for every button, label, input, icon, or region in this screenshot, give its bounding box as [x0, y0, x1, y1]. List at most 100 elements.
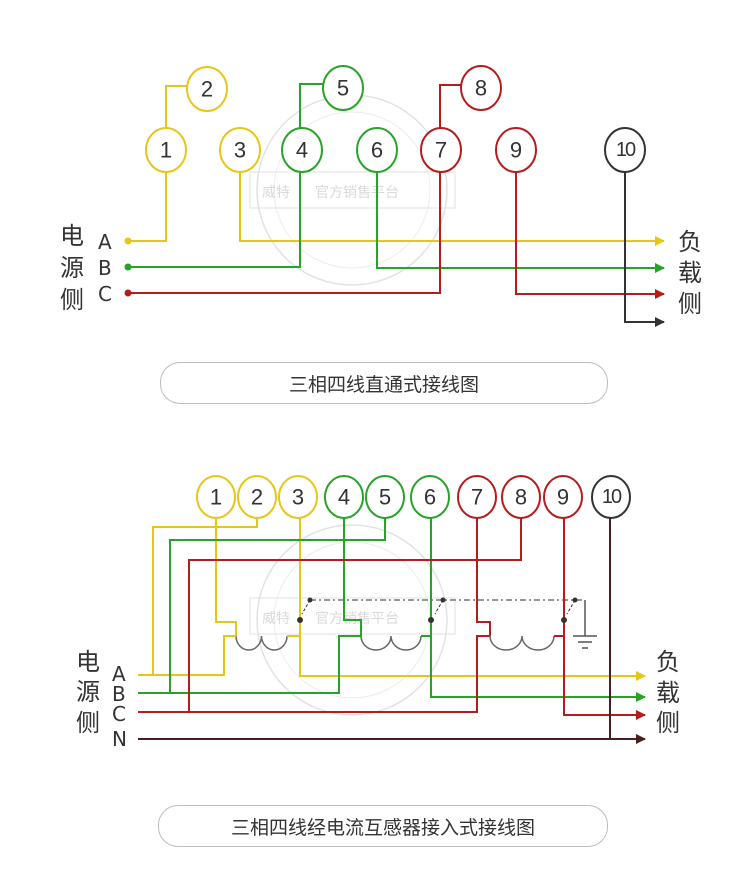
terminal-number: 3: [292, 485, 304, 510]
direct-connection-diagram: [124, 83, 665, 327]
wire-1-2: [165, 85, 187, 128]
terminal-1: 1: [145, 127, 187, 173]
source-c-dot: [124, 289, 132, 297]
terminal-5: 5: [322, 65, 364, 111]
terminal-number: 10: [616, 139, 636, 161]
load-label-char: 侧: [656, 709, 680, 737]
terminal-number: 8: [515, 485, 527, 510]
terminal-3: 3: [278, 475, 318, 519]
wire-1-ct: [215, 518, 237, 636]
wire-c-load: [515, 172, 665, 299]
wire-c-source: [128, 172, 441, 294]
load-label-char: 侧: [678, 290, 702, 318]
terminal-circle: [356, 127, 398, 173]
terminal-circle: [460, 65, 502, 111]
terminal-3: 3: [219, 127, 261, 173]
terminal-9: 9: [495, 127, 537, 173]
load-label-char: 载: [656, 679, 680, 707]
terminal-circle: [495, 127, 537, 173]
ct-coil-a: [235, 635, 288, 651]
terminal-circle: [410, 475, 450, 519]
wire-b-source: [138, 635, 361, 694]
ct-connection-diagram: [138, 518, 646, 744]
terminal-6: 6: [410, 475, 450, 519]
wire-b-source: [128, 172, 301, 268]
terminal-2: 2: [237, 475, 277, 519]
terminal-number: 9: [510, 138, 522, 163]
terminal-9: 9: [543, 475, 583, 519]
ct-coil-c: [489, 635, 555, 651]
terminal-10: 10: [604, 127, 646, 173]
terminal-number: 2: [251, 485, 263, 510]
wire-8-source: [188, 518, 522, 712]
terminal-circle: [501, 475, 541, 519]
load-label-char: 负: [678, 228, 702, 256]
terminal-8: 8: [460, 65, 502, 111]
wire-7-ct: [476, 518, 491, 636]
terminal-number: 1: [210, 485, 222, 510]
switch-2: [434, 599, 444, 615]
terminal-circle: [324, 475, 364, 519]
switch-3: [566, 599, 576, 615]
wire-b-load: [430, 518, 646, 702]
terminal-number: 1: [160, 138, 172, 163]
terminal-circle: [278, 475, 318, 519]
phase-label: A: [112, 662, 126, 686]
source-b-dot: [124, 263, 132, 271]
source-label-char: 电: [60, 222, 84, 250]
terminal-1: 1: [196, 475, 236, 519]
watermark: 威特 官方销售平台 威特 官方销售平台: [249, 94, 456, 716]
terminal-number: 7: [471, 485, 483, 510]
terminal-number: 2: [201, 77, 213, 102]
terminal-circle: [145, 127, 187, 173]
switch-1: [301, 599, 311, 615]
wire-a-load: [239, 172, 665, 246]
phase-label: C: [112, 702, 126, 726]
ct-coil-b: [360, 635, 422, 651]
terminal-circle: [604, 127, 646, 173]
junction-dot: [428, 617, 434, 623]
terminal-6: 6: [356, 127, 398, 173]
caption-ct-connection: 三相四线经电流互感器接入式接线图: [158, 805, 608, 847]
terminal-number: 5: [337, 76, 349, 101]
terminal-circle: [237, 475, 277, 519]
phase-label: N: [112, 727, 127, 751]
terminal-circle: [196, 475, 236, 519]
caption-direct-connection: 三相四线直通式接线图: [160, 362, 608, 404]
wire-4-5: [299, 83, 323, 128]
watermark-brand: 威特: [262, 185, 290, 201]
junction-dot: [561, 617, 567, 623]
wire-7-8: [439, 84, 461, 128]
load-label-char: 负: [656, 648, 680, 676]
source-label-char: 源: [76, 678, 100, 706]
terminal-number: 4: [338, 485, 350, 510]
terminal-number: 6: [424, 485, 436, 510]
terminal-7: 7: [420, 127, 462, 173]
wire-c-source: [138, 635, 490, 713]
terminal-4: 4: [281, 127, 323, 173]
wire-a-load: [299, 518, 646, 681]
terminal-circle: [420, 127, 462, 173]
terminal-circle: [365, 475, 405, 519]
phase-label: B: [98, 256, 112, 280]
terminal-circle: [457, 475, 497, 519]
terminal-5: 5: [365, 475, 405, 519]
wire-b-load: [376, 172, 665, 273]
ground-icon: [573, 635, 597, 649]
terminal-7: 7: [457, 475, 497, 519]
terminal-8: 8: [501, 475, 541, 519]
terminal-4: 4: [324, 475, 364, 519]
source-label-char: 侧: [76, 709, 100, 737]
terminal-2: 2: [186, 66, 228, 112]
terminal-number: 10: [602, 486, 622, 508]
terminal-circle: [281, 127, 323, 173]
phase-label: A: [98, 230, 112, 254]
terminal-number: 6: [371, 138, 383, 163]
terminal-number: 7: [435, 138, 447, 163]
watermark-brand-2: 威特: [262, 611, 290, 627]
wire-4-ct: [343, 518, 362, 636]
source-label-char: 侧: [60, 286, 84, 314]
terminal-number: 9: [557, 485, 569, 510]
